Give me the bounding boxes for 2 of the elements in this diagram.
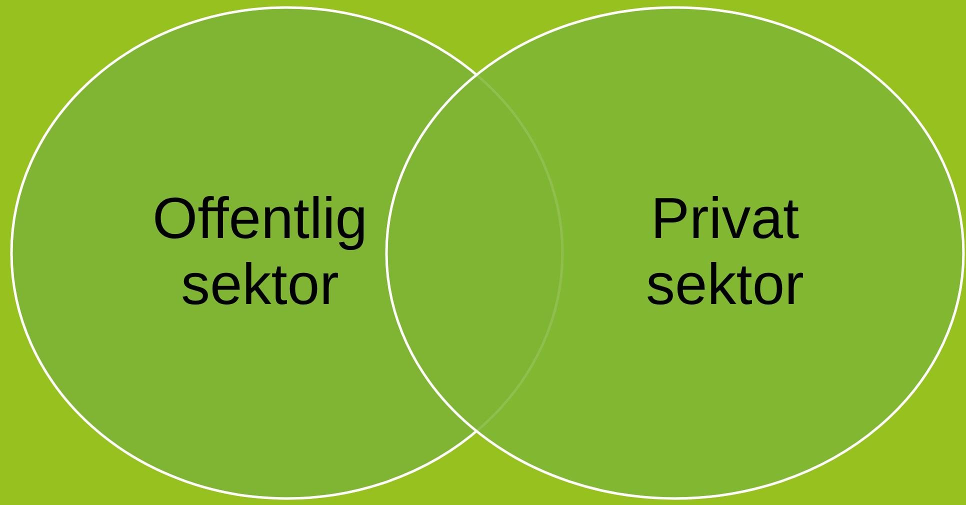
circle-label: Offentlig sektor	[152, 186, 368, 318]
circle-label: Privat sektor	[645, 186, 805, 318]
